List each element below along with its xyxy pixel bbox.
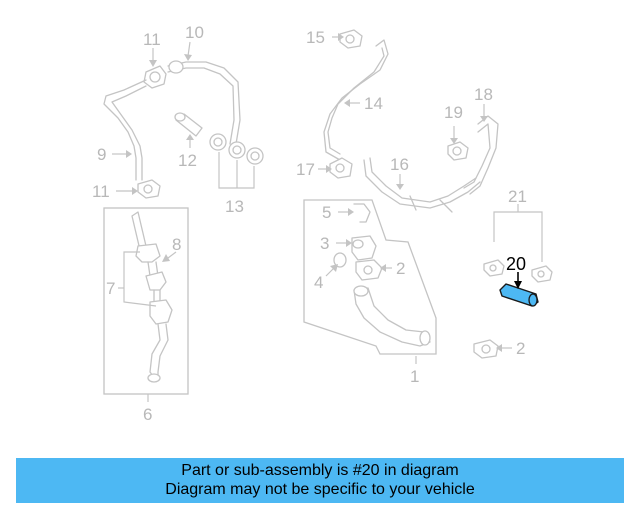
- part-21-clamps: [483, 204, 553, 283]
- callout-13: 13: [225, 197, 244, 216]
- callout-4: 4: [314, 273, 323, 292]
- callout-2-mid: 2: [396, 259, 405, 278]
- part-19-bracket: [447, 141, 469, 161]
- callout-5: 5: [322, 203, 331, 222]
- callout-9: 9: [97, 145, 106, 164]
- part-10-pipe: [167, 60, 241, 145]
- part-11-clamp-upper: [143, 65, 167, 89]
- callout-17: 17: [296, 160, 315, 179]
- part-16-pipe: [363, 157, 481, 213]
- callout-3: 3: [320, 234, 329, 253]
- callout-11-upper: 11: [143, 30, 161, 49]
- part-17-clamp: [329, 157, 353, 179]
- info-banner: Part or sub-assembly is #20 in diagram D…: [16, 458, 624, 503]
- callout-2-right: 2: [516, 339, 525, 358]
- part-3-elbow: [351, 235, 377, 261]
- callout-7: 7: [106, 279, 115, 298]
- callout-11-lower: 11: [92, 182, 110, 201]
- callout-leaders: [112, 33, 512, 402]
- callout-8: 8: [172, 235, 181, 254]
- callout-18: 18: [474, 85, 493, 104]
- part-5-clip: [353, 203, 371, 223]
- part-2-clamp-right: [473, 339, 499, 359]
- part-6-hose-assembly: [131, 211, 173, 383]
- parts-diagram: 11 10 15 14 18 19 9 12 17 16 11 13 21 5 …: [92, 23, 553, 424]
- part-13-seals: [209, 133, 264, 189]
- assembly-6-box: [103, 207, 189, 395]
- part-20-hose-highlighted: [499, 272, 539, 307]
- part-12-fitting: [174, 112, 203, 137]
- banner-line-2: Diagram may not be specific to your vehi…: [165, 481, 475, 498]
- assembly-1-box: [303, 199, 437, 355]
- part-15-clamp: [339, 29, 363, 49]
- callout-14: 14: [364, 94, 383, 113]
- callout-21: 21: [508, 187, 527, 206]
- part-4-oring: [333, 252, 347, 268]
- banner-line-1: Part or sub-assembly is #20 in diagram: [181, 462, 459, 479]
- callout-1: 1: [410, 367, 419, 386]
- callout-15: 15: [306, 28, 325, 47]
- callout-19: 19: [444, 103, 463, 122]
- callout-20: 20: [506, 254, 526, 274]
- part-14-pipe: [323, 39, 389, 161]
- part-1-hose: [353, 285, 431, 347]
- part-9-hose: [103, 79, 147, 181]
- callout-6: 6: [143, 405, 152, 424]
- part-11-clamp-lower: [137, 179, 161, 199]
- callout-12: 12: [178, 151, 197, 170]
- callout-16: 16: [390, 155, 409, 174]
- callout-10: 10: [185, 23, 204, 42]
- part-2-clamp-mid: [355, 259, 383, 281]
- leader-7: [118, 251, 157, 307]
